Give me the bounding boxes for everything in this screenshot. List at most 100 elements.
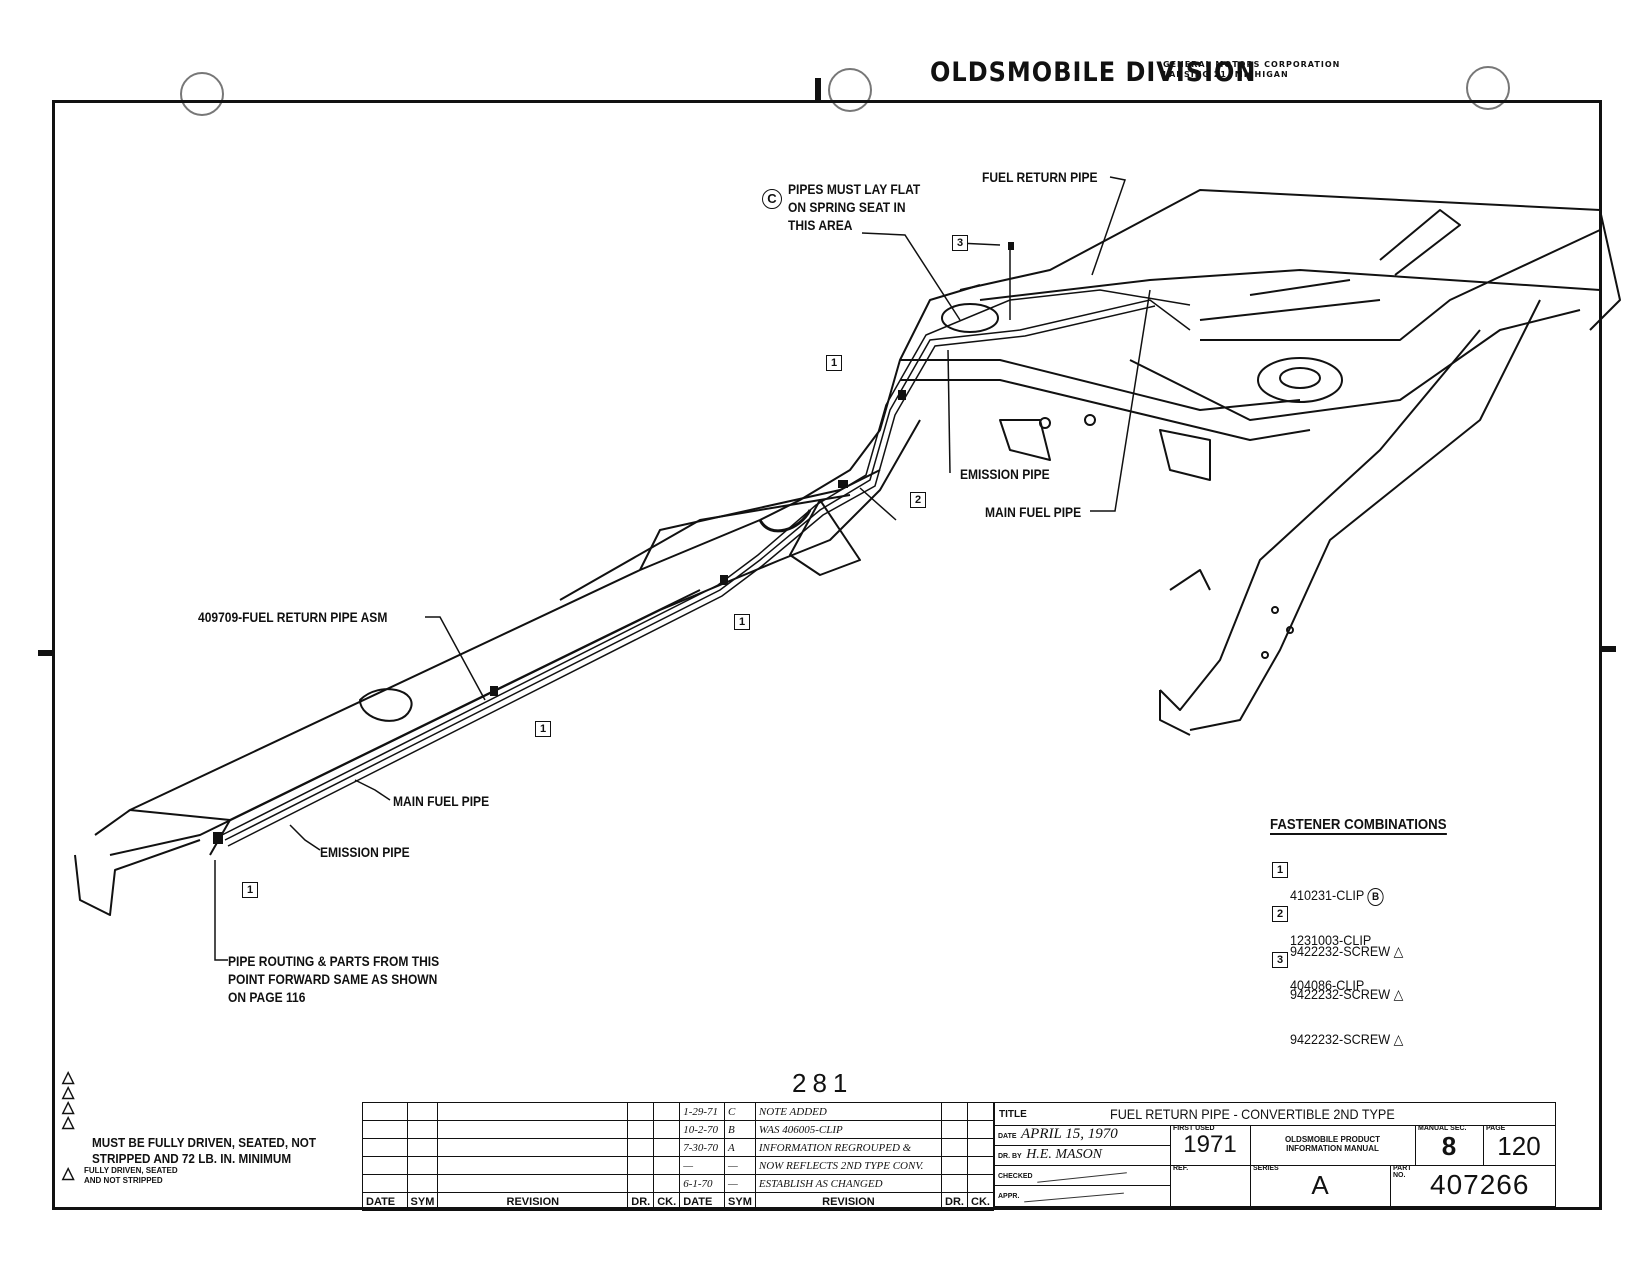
product-manual-cell: OLDSMOBILE PRODUCT INFORMATION MANUAL [1250,1125,1416,1166]
rev-sym: C [724,1102,756,1121]
right-rail [1159,329,1481,711]
torque-note: MUST BE FULLY DRIVEN, SEATED, NOT STRIPP… [92,1135,317,1166]
fastener-3: 404086-CLIP 9422232-SCREW △ [1290,940,1403,1066]
col-header: CK. [967,1192,994,1211]
series: A [1311,1170,1329,1200]
table-row: 10-2-70 B WAS 406005-CLIP [362,1120,994,1139]
fastener-1-clip: 410231-CLIP [1290,887,1365,903]
table-row: 1-29-71 C NOTE ADDED [362,1102,994,1121]
series-label: SERIES [1253,1165,1279,1172]
marker-1-b: 1 [734,614,750,630]
page-cell: PAGE 120 [1483,1125,1555,1166]
ref-label: REF. [1173,1165,1189,1172]
approved-signature [1023,1191,1124,1203]
fastener-1: 410231-CLIP B 9422232-SCREW △ [1290,850,1403,978]
checked-label: CHECKED [998,1173,1033,1180]
marker-2: 2 [910,492,926,508]
manual-page: 120 [1497,1131,1541,1161]
ref-cell: REF. [1170,1165,1251,1206]
rev-date: 7-30-70 [679,1138,726,1157]
marker-1-c: 1 [535,721,551,737]
rev-sym: — [724,1156,756,1175]
rev-date: 6-1-70 [679,1174,726,1193]
floor-pan [959,189,1621,331]
table-row: 7-30-70 A INFORMATION REGROUPED & [362,1138,994,1157]
first-used-year: 1971 [1183,1131,1237,1158]
col-header: CK. [653,1192,681,1211]
date-label: DATE [998,1133,1017,1140]
title-row: TITLE FUEL RETURN PIPE - CONVERTIBLE 2ND… [995,1103,1555,1126]
rev-text: WAS 406005-CLIP [754,1120,943,1139]
rev-sym: B [724,1120,756,1139]
table-header-row: DATE SYM REVISION DR. CK. DATE SYM REVIS… [362,1192,994,1211]
note-symbol-c: C [762,189,782,209]
col-header: SYM [406,1192,439,1211]
col-header: SYM [724,1192,756,1211]
fastener-2-num: 2 [1272,906,1288,922]
margin-tick-top [815,78,821,100]
part-no-cell: PART NO. 407266 [1390,1165,1555,1206]
corp-line-1: GENERAL MOTORS CORPORATION [1163,60,1341,69]
rev-text: ESTABLISH AS CHANGED [754,1174,943,1193]
marker-3: 3 [952,235,968,251]
emission-pipe-line [227,305,1156,847]
first-used-label: FIRST USED [1173,1125,1215,1132]
return-pipe-line [221,289,1191,836]
col-header: DATE [679,1192,726,1211]
fastener-3-screw: 9422232-SCREW [1290,1031,1391,1047]
manual-sec-cell: MANUAL SEC. 8 [1415,1125,1484,1166]
warning-triangle-icon: △ [1393,1031,1404,1047]
manual-sec: 8 [1441,1131,1457,1161]
rev-sym: — [724,1174,756,1193]
fastener-2-clip: 1231003-CLIP [1290,932,1372,948]
page-number: 281 [792,1068,854,1098]
corp-line-2: LANSING 21, MICHIGAN [1163,70,1289,79]
product-line-1: OLDSMOBILE PRODUCT [1284,1135,1381,1144]
title-block: TITLE FUEL RETURN PIPE - CONVERTIBLE 2ND… [994,1102,1556,1207]
marker-1-d: 1 [242,882,258,898]
label-return-pipe-asm: 409709-FUEL RETURN PIPE ASM [198,609,388,625]
part-no-label: PART NO. [1393,1165,1412,1179]
table-row: — — NOW REFLECTS 2ND TYPE CONV. [362,1156,994,1175]
table-row: 6-1-70 — ESTABLISH AS CHANGED [362,1174,994,1193]
fastener-2-screw: 9422232-SCREW [1290,986,1391,1002]
margin-tick-right [1602,646,1616,652]
fastener-2: 1231003-CLIP 9422232-SCREW △ [1290,895,1403,1021]
label-emission-pipe-top: EMISSION PIPE [960,466,1050,482]
fastener-1-num: 1 [1272,862,1288,878]
approved-label: APPR. [998,1193,1020,1200]
rev-text: NOTE ADDED [754,1102,943,1121]
label-main-fuel-pipe-bottom: MAIN FUEL PIPE [393,793,490,809]
col-header: DATE [362,1192,408,1211]
fastener-3-num: 3 [1272,952,1288,968]
rev-text: INFORMATION REGROUPED & [754,1138,943,1157]
label-emission-pipe-bottom: EMISSION PIPE [320,844,410,860]
rev-text: NOW REFLECTS 2ND TYPE CONV. [754,1156,943,1175]
rev-date: 10-2-70 [679,1120,726,1139]
label-routing-note: PIPE ROUTING & PARTS FROM THIS POINT FOR… [228,953,440,1005]
drawn-by-label: DR. BY [998,1153,1022,1160]
rev-sym: A [724,1138,756,1157]
signature-column: DATE APRIL 15, 1970 DR. BY H.E. MASON CH… [995,1125,1171,1206]
division-title: OLDSMOBILE DIVISION [930,56,1257,88]
corp-address: GENERAL MOTORS CORPORATION LANSING 21, M… [1163,60,1340,80]
col-header: REVISION [754,1192,943,1211]
drawing-title: FUEL RETURN PIPE - CONVERTIBLE 2ND TYPE [1110,1106,1395,1122]
fastener-1-screw: 9422232-SCREW [1290,943,1391,959]
warning-triangle-icon: △ [1393,943,1404,959]
part-number: 407266 [1430,1169,1530,1200]
label-main-fuel-pipe-top: MAIN FUEL PIPE [985,504,1082,520]
revision-table: 1-29-71 C NOTE ADDED 10-2-70 B WAS 40600… [362,1102,994,1211]
punch-hole-left [180,72,224,116]
punch-hole-center [828,68,872,112]
fastener-3-clip: 404086-CLIP [1290,977,1365,993]
drawn-by: H.E. MASON [1026,1147,1103,1162]
col-header: DR. [627,1192,655,1211]
margin-tick-left [38,650,52,656]
warning-triangle-icon: △ [62,1165,75,1182]
warning-triangle-icon: △ [1393,986,1404,1002]
col-header: REVISION [437,1192,629,1211]
fastener-title: FASTENER COMBINATIONS [1270,816,1447,835]
title-label: TITLE [999,1109,1027,1120]
